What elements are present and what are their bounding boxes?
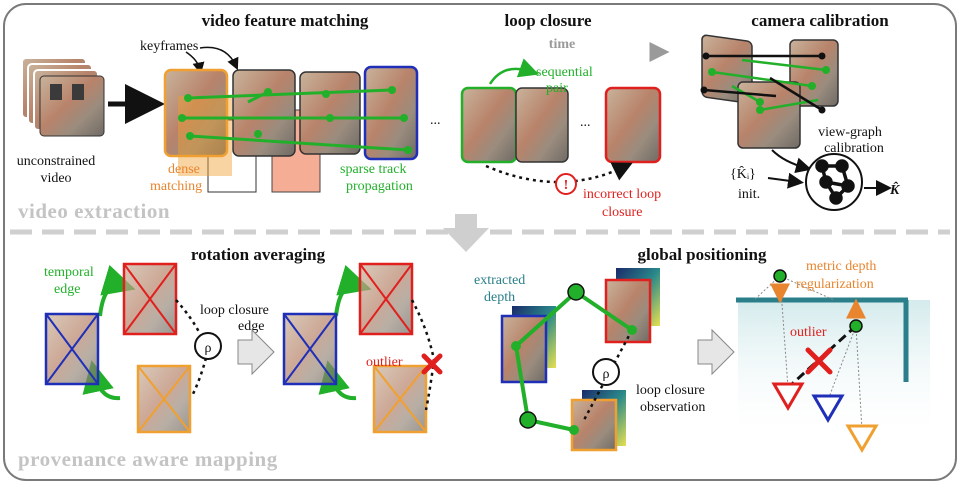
calibration-frames [701,34,839,149]
loop-edge-label-1: loop closure [200,303,269,318]
sparse-label-1: sparse track [340,162,406,177]
down-arrow-icon [443,214,489,252]
calibration-rays [703,54,823,112]
sequential-arrow [488,58,540,85]
sparse-label-2: propagation [346,179,413,194]
sequential-label-1: sequential [536,65,593,80]
global-positioning-title: global positioning [638,245,767,264]
init-arrow [767,172,804,189]
input-label-1: unconstrained [17,154,96,169]
sparse-tracks [182,88,409,152]
temporal-label-1: temporal [44,265,94,280]
keyframe-frames [163,65,419,193]
track-points [178,86,412,154]
input-label-2: video [40,171,71,186]
incorrect-loop-arrow [485,162,633,184]
outlier-label-left: outlier [366,355,403,370]
feature-matching-title: video feature matching [202,11,369,30]
video-stack [21,57,105,137]
loop-ellipsis: ... [580,115,591,130]
step-arrow-icon-1 [237,328,275,376]
init-label: init. [738,187,760,202]
outer-frame [3,3,957,481]
observation-label-2: observation [640,400,705,415]
metric-depth-scene [736,269,930,453]
calibration-vertices [700,52,826,114]
section-label-bottom: provenance aware mapping [18,447,278,471]
incorrect-label-2: closure [602,205,642,220]
dense-label-1: dense [168,162,200,177]
warning-mark: ! [564,178,569,193]
section-label-top: video extraction [18,199,170,223]
rotation-graph-right [282,262,443,434]
view-graph-label-2: calibration [824,141,884,156]
keyframes-arrow-2 [199,46,239,71]
rotation-averaging-title: rotation averaging [191,245,326,264]
calibration-matches [711,58,827,112]
feature-ellipsis: ... [430,113,441,128]
metric-label-1: metric depth [806,259,876,274]
positioning-graph [511,283,637,435]
loop-frames [460,86,662,164]
depth-label-2: depth [484,290,515,305]
incorrect-label-1: incorrect loop [583,187,661,202]
observation-label-1: loop closure [636,383,705,398]
loop-closure-title: loop closure [504,11,592,30]
step-arrow-icon-2 [697,328,735,376]
metric-label-2: regularization [796,277,874,292]
keyframes-label: keyframes [140,39,198,54]
sequential-label-2: pair [546,81,568,96]
view-graph-label-1: view-graph [818,125,882,140]
temporal-label-2: edge [54,282,80,297]
positioning-frames [500,268,660,452]
depth-label-1: extracted [474,273,525,288]
loop-edge-label-2: edge [238,319,264,334]
rotation-graph-left [44,262,222,434]
time-label: time [549,37,575,52]
init-set-label: {K̂ᵢ} [730,165,756,182]
calibration-points [708,66,830,114]
outlier-label-right: outlier [790,325,827,340]
rho-right: ρ [603,367,610,382]
calibration-arrow [771,149,812,174]
rho-left: ρ [205,341,212,356]
warning-icon [555,173,577,195]
keyframes-arrow-1 [185,51,205,75]
dense-label-2: matching [150,179,202,194]
k-hat-label: K̂ [889,181,901,198]
view-graph-nodes [815,159,855,205]
camera-calibration-title: camera calibration [751,11,889,30]
